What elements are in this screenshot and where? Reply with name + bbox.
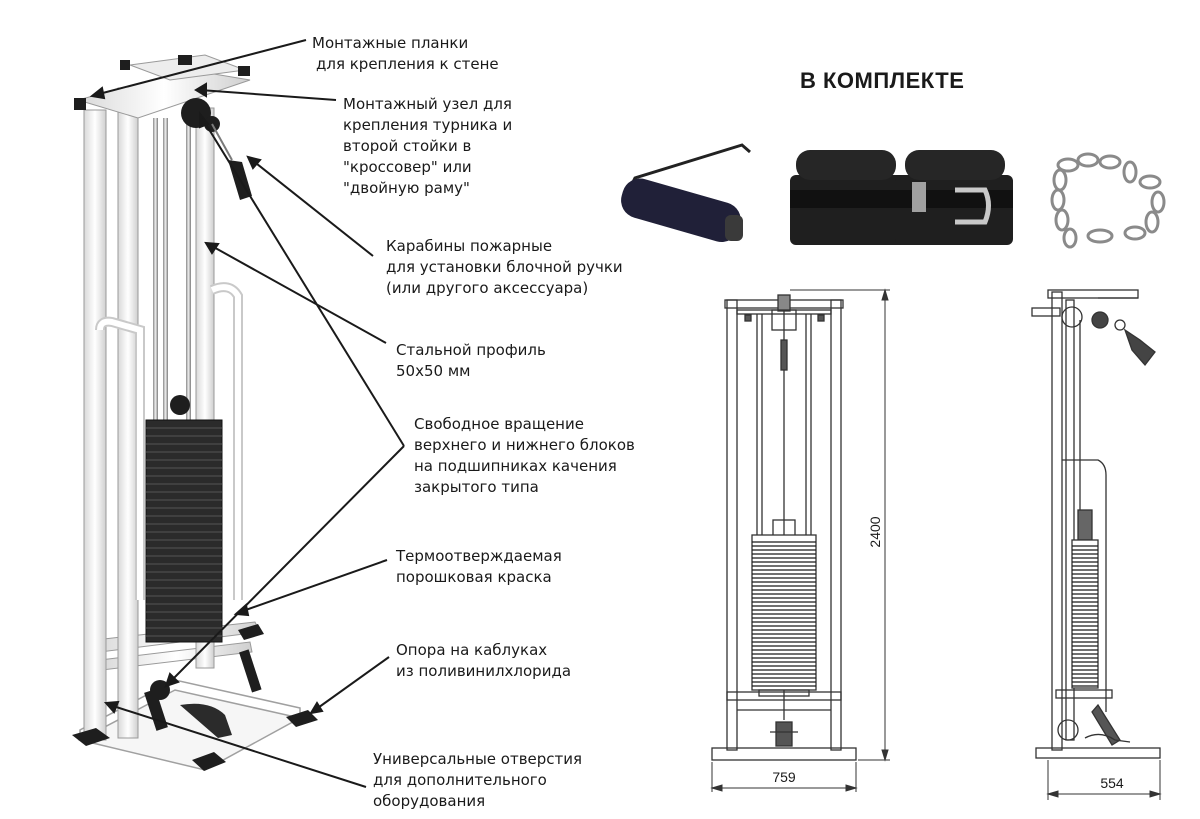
callout-mounting-node: Монтажный узел для крепления турника и в…	[343, 95, 513, 197]
callout-free-rotation-pulleys: Свободное вращение верхнего и нижнего бл…	[414, 415, 635, 496]
machine-3d	[72, 54, 318, 771]
front-view-drawing	[711, 294, 857, 761]
side-view-drawing	[1031, 289, 1161, 759]
callout-steel-profile: Стальной профиль 50х50 мм	[396, 341, 546, 380]
front-view-weight-plates	[752, 541, 816, 687]
callout-universal-holes: Универсальные отверстия для дополнительн…	[373, 750, 583, 810]
kit-title: В КОМПЛЕКТЕ	[800, 68, 965, 93]
dimension-height: 2400	[867, 516, 883, 547]
side-view-weight-plates	[1072, 545, 1098, 687]
accessory-handle	[621, 143, 751, 243]
dimension-front-width: 759	[772, 769, 796, 785]
callout-wall-mounting-plates: Монтажные планки для крепления к стене	[312, 34, 499, 73]
callout-pvc-feet: Опора на каблуках из поливинилхлорида	[396, 641, 572, 680]
accessory-chain	[1050, 152, 1166, 249]
weight-stack	[145, 419, 223, 643]
dimension-side-depth: 554	[1100, 775, 1124, 791]
leader-lines	[89, 39, 405, 788]
dimension-lines-front	[710, 288, 890, 792]
callout-powder-paint: Термоотверждаемая порошковая краска	[396, 547, 562, 586]
callout-carabiners: Карабины пожарные для установки блочной …	[386, 237, 623, 297]
accessory-ankle-straps	[790, 150, 1013, 245]
dimension-lines-side	[1046, 760, 1162, 800]
